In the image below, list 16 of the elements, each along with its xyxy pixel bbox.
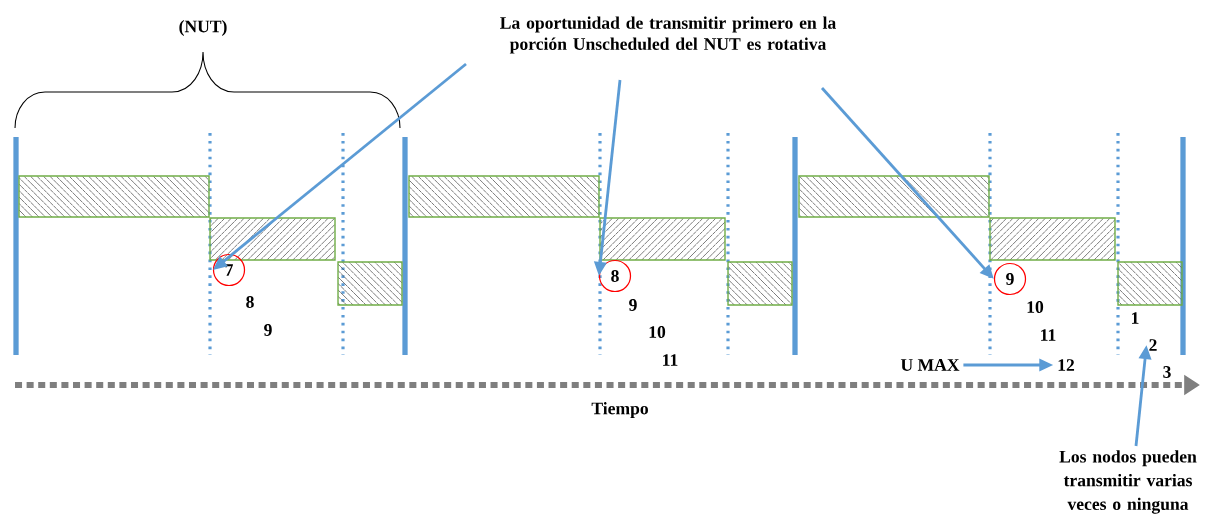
umax-label: U MAX: [900, 359, 960, 371]
number-label: 8: [246, 296, 254, 308]
number-label: 9: [264, 324, 272, 336]
callout-text: La oportunidad de transmitir primero en la porción Unscheduled del NUT es rotativa: [500, 16, 836, 54]
axis-label: Tiempo: [591, 402, 648, 418]
number-label: 1: [1132, 312, 1139, 324]
number-label: 11: [663, 354, 678, 366]
callout-text: Los nodos pueden transmitir varias veces o ninguna: [1059, 450, 1197, 514]
number-label: 10: [649, 326, 666, 338]
number-label: 9: [629, 299, 637, 311]
number-label: 2: [1149, 339, 1157, 351]
number-label: 3: [1163, 366, 1171, 378]
number-label: 10: [1027, 301, 1044, 313]
brace-label: (NUT): [179, 20, 227, 36]
number-label: 11: [1041, 329, 1056, 341]
number-label: 12: [1058, 359, 1075, 371]
